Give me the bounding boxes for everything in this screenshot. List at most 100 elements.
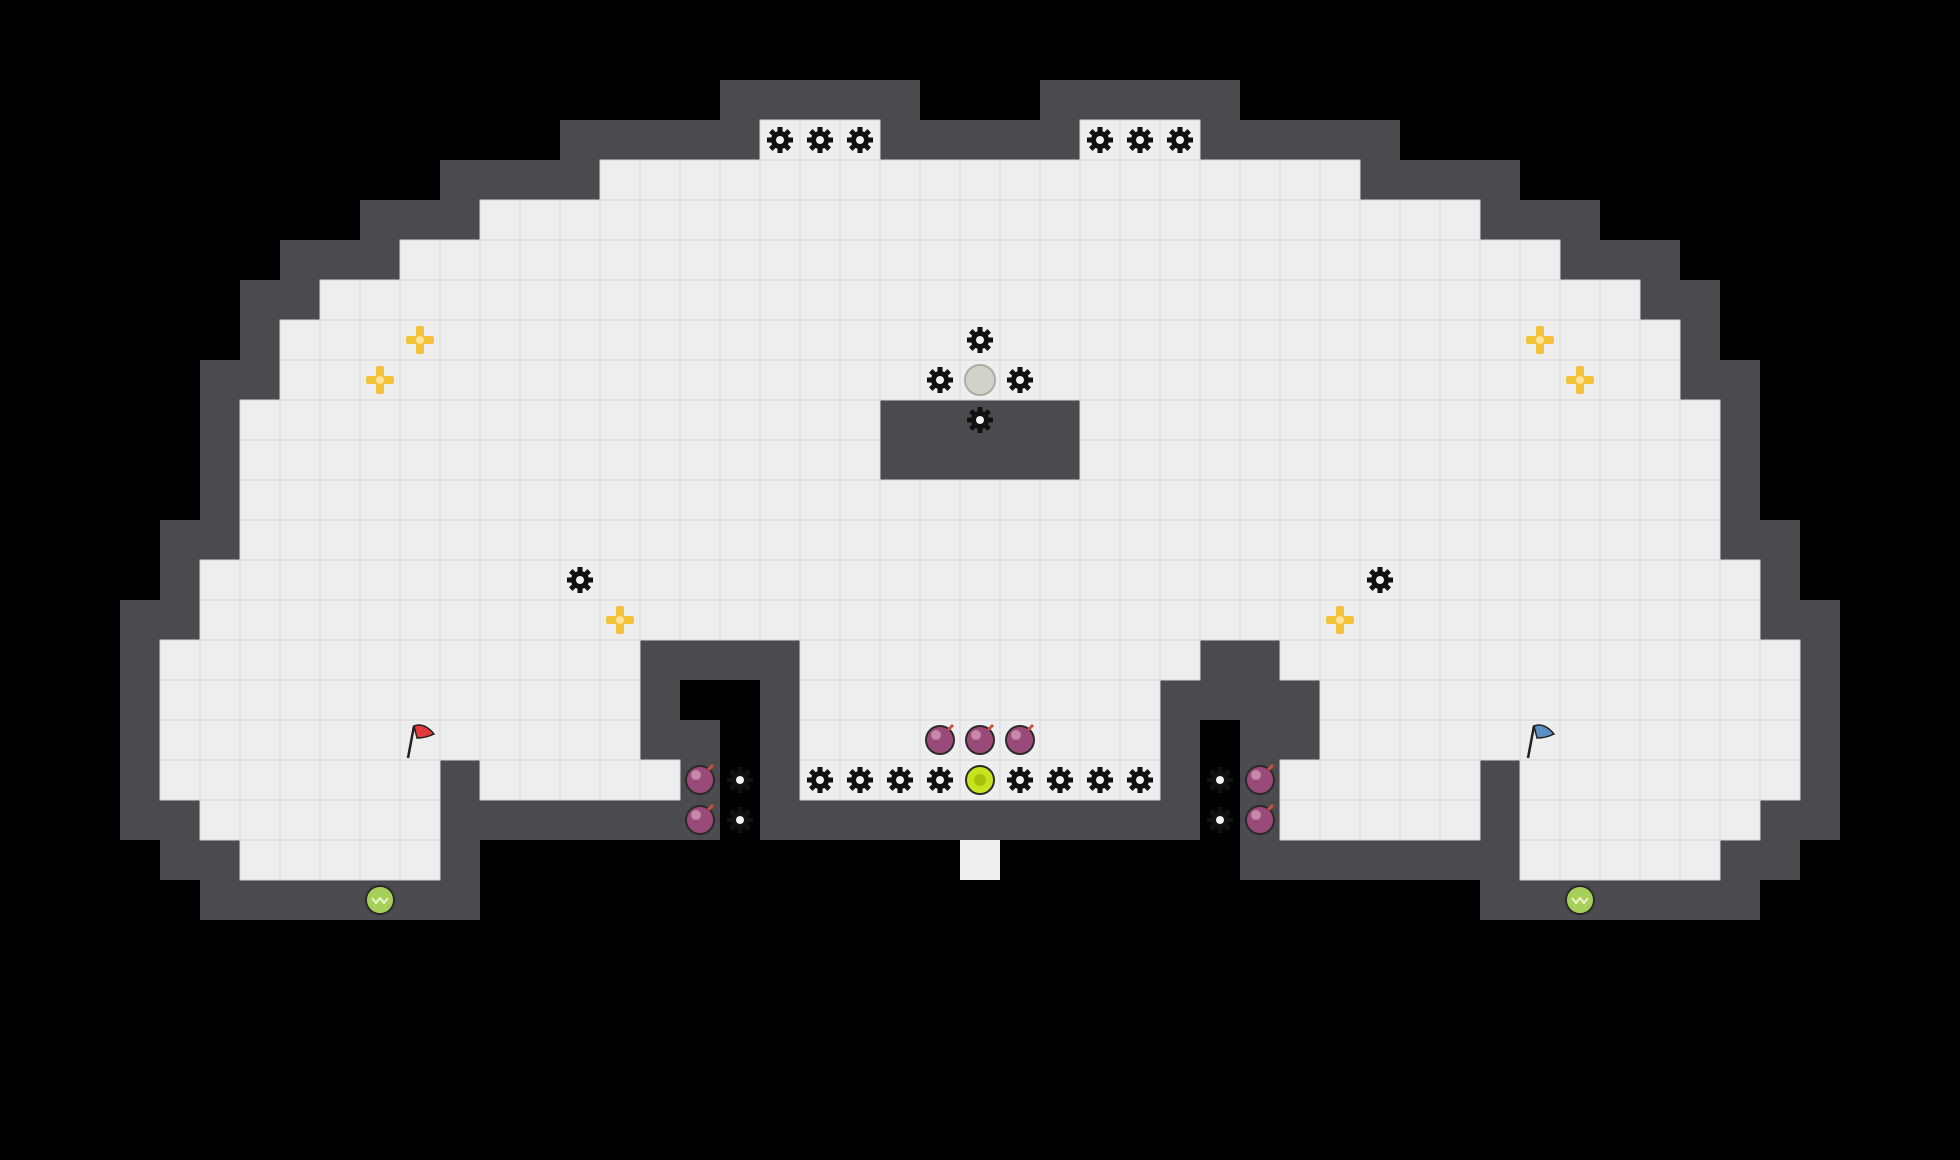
wall-tile: [1160, 760, 1200, 800]
floor-tile: [999, 279, 1041, 321]
floor-tile: [919, 679, 961, 721]
wall-tile: [1000, 800, 1040, 840]
floor-tile: [1239, 239, 1281, 281]
wall-tile: [240, 360, 280, 400]
floor-tile: [1639, 359, 1681, 401]
wall-tile: [640, 720, 680, 760]
floor-tile: [1359, 719, 1401, 761]
wall-tile: [1560, 200, 1600, 240]
wall-tile: [1480, 200, 1520, 240]
floor-tile: [519, 759, 561, 801]
floor-tile: [1559, 399, 1601, 441]
floor-tile: [1119, 639, 1161, 681]
floor-tile: [719, 159, 761, 201]
floor-tile: [1319, 439, 1361, 481]
wall-tile: [1720, 440, 1760, 480]
floor-tile: [519, 239, 561, 281]
wall-tile: [960, 440, 1000, 480]
floor-tile: [1639, 839, 1681, 881]
floor-tile: [479, 679, 521, 721]
wall-tile: [760, 800, 800, 840]
floor-tile: [359, 319, 401, 361]
wall-tile: [560, 120, 600, 160]
floor-tile: [879, 679, 921, 721]
floor-tile: [319, 519, 361, 561]
floor-tile: [399, 799, 441, 841]
floor-tile: [359, 679, 401, 721]
wall-tile: [200, 440, 240, 480]
floor-tile: [1519, 439, 1561, 481]
saw-blade-icon: [967, 327, 993, 353]
wall-tile: [1680, 880, 1720, 920]
floor-tile: [599, 639, 641, 681]
floor-tile: [1519, 839, 1561, 881]
wall-tile: [1720, 880, 1760, 920]
floor-tile: [399, 839, 441, 881]
floor-tile: [319, 759, 361, 801]
floor-tile: [1679, 399, 1721, 441]
floor-tile: [1439, 359, 1481, 401]
floor-tile: [599, 279, 641, 321]
floor-tile: [999, 199, 1041, 241]
floor-tile: [1599, 639, 1641, 681]
floor-tile: [439, 479, 481, 521]
wall-tile: [1480, 840, 1520, 880]
saw-blade-icon: [847, 127, 873, 153]
wall-tile: [840, 800, 880, 840]
floor-tile: [759, 439, 801, 481]
floor-tile: [1759, 679, 1801, 721]
wall-tile: [1600, 880, 1640, 920]
wall-tile: [1000, 120, 1040, 160]
floor-tile: [1439, 799, 1481, 841]
floor-tile: [1559, 799, 1601, 841]
floor-tile: [1599, 479, 1641, 521]
floor-tile: [1279, 359, 1321, 401]
floor-tile: [479, 479, 521, 521]
floor-tile: [439, 239, 481, 281]
floor-tile: [799, 679, 841, 721]
floor-tile: [999, 239, 1041, 281]
floor-tile: [199, 719, 241, 761]
wall-tile: [760, 720, 800, 760]
floor-tile: [799, 239, 841, 281]
floor-tile: [1639, 479, 1681, 521]
bomb-icon: [685, 803, 715, 835]
floor-tile: [1279, 399, 1321, 441]
floor-tile: [679, 479, 721, 521]
floor-tile: [679, 519, 721, 561]
wall-tile: [760, 680, 800, 720]
wall-tile: [160, 560, 200, 600]
floor-tile: [1559, 279, 1601, 321]
floor-tile: [1199, 319, 1241, 361]
floor-tile: [1599, 719, 1641, 761]
wall-tile: [1800, 640, 1840, 680]
floor-tile: [279, 719, 321, 761]
floor-tile: [1199, 359, 1241, 401]
floor-tile: [319, 799, 361, 841]
floor-tile: [1439, 759, 1481, 801]
floor-tile: [1239, 279, 1281, 321]
floor-tile: [479, 319, 521, 361]
floor-tile: [1119, 719, 1161, 761]
floor-tile: [1319, 679, 1361, 721]
floor-tile: [1439, 399, 1481, 441]
wall-tile: [1160, 720, 1200, 760]
floor-tile: [279, 519, 321, 561]
floor-tile: [1359, 599, 1401, 641]
floor-tile: [599, 719, 641, 761]
floor-tile: [1599, 399, 1641, 441]
floor-tile: [1039, 159, 1081, 201]
floor-tile: [319, 719, 361, 761]
floor-tile: [1199, 279, 1241, 321]
wall-tile: [1480, 800, 1520, 840]
floor-tile: [1079, 639, 1121, 681]
floor-tile: [1519, 679, 1561, 721]
floor-tile: [1159, 199, 1201, 241]
floor-tile: [1399, 639, 1441, 681]
floor-tile: [839, 359, 881, 401]
floor-tile: [399, 399, 441, 441]
floor-tile: [759, 479, 801, 521]
floor-tile: [1359, 479, 1401, 521]
floor-tile: [279, 319, 321, 361]
wall-tile: [1400, 160, 1440, 200]
